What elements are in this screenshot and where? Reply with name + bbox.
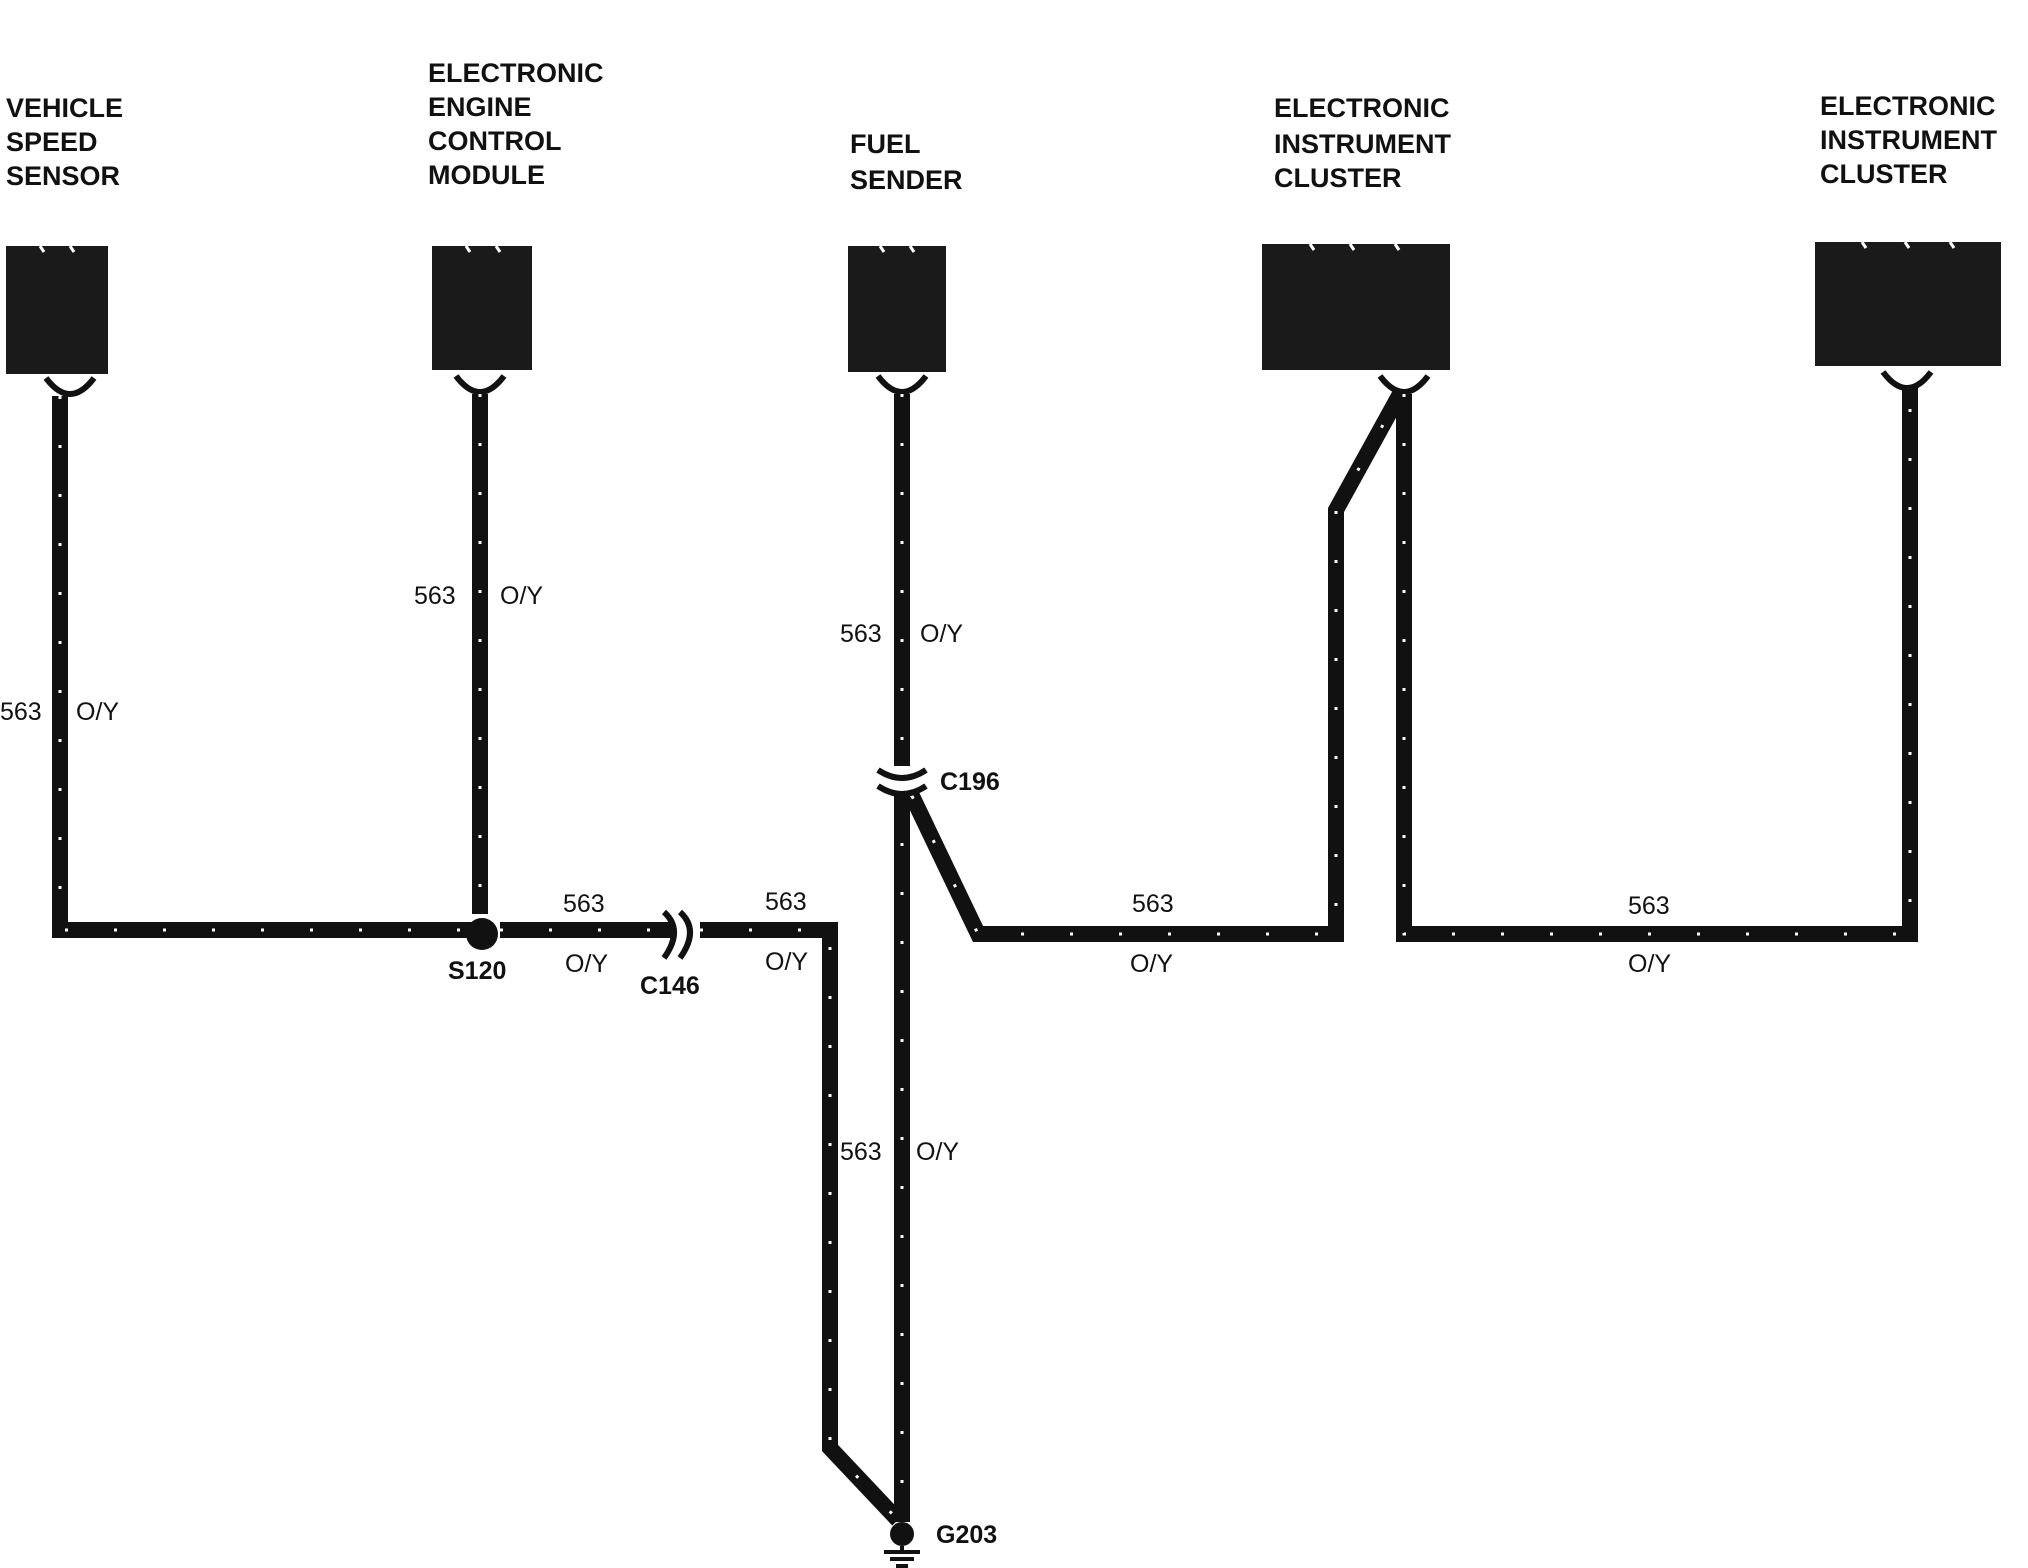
- wire-vss-stripe: [58, 396, 482, 932]
- title-line: ENGINE: [428, 92, 532, 122]
- wire-color-label: O/Y: [500, 582, 543, 610]
- wire-color-label: O/Y: [1130, 950, 1173, 978]
- wire-color-label: O/Y: [920, 620, 963, 648]
- title-line: FUEL: [850, 129, 921, 159]
- wire-circuit-label: 563: [1132, 890, 1174, 918]
- wire-color-label: O/Y: [916, 1138, 959, 1166]
- connector-c196-label: C196: [940, 768, 1000, 796]
- wire-circuit-label: 563: [563, 890, 605, 918]
- fuel-sender-block: [848, 246, 946, 372]
- connector-c146-label: C146: [640, 972, 700, 1000]
- title-line: ELECTRONIC: [1274, 93, 1450, 123]
- title-line: CLUSTER: [1820, 159, 1948, 189]
- title-line: INSTRUMENT: [1274, 129, 1451, 159]
- wire-circuit-label: 563: [1628, 892, 1670, 920]
- title-line: SENSOR: [6, 161, 120, 191]
- splice-s120-label: S120: [448, 957, 506, 985]
- wire-circuit-label: 563: [840, 620, 882, 648]
- wire-c196-cluster-a-stripe: [910, 393, 1402, 936]
- title-fuel-sender: FUEL SENDER: [850, 129, 963, 195]
- title-line: CONTROL: [428, 126, 561, 156]
- wire-c196-cluster-a: [904, 390, 1408, 942]
- title-line: INSTRUMENT: [1820, 125, 1997, 155]
- wire-color-label: O/Y: [76, 698, 119, 726]
- title-line: MODULE: [428, 160, 545, 190]
- component-blocks: [6, 241, 2001, 374]
- connector-c146: [661, 909, 693, 960]
- wire-circuit-label: 563: [414, 582, 456, 610]
- title-line: ELECTRONIC: [1820, 91, 1996, 121]
- title-instrument-cluster-a: ELECTRONIC INSTRUMENT CLUSTER: [1274, 93, 1451, 193]
- title-line: ELECTRONIC: [428, 58, 604, 88]
- wire-vss: [52, 396, 482, 938]
- wire-color-label: O/Y: [565, 950, 608, 978]
- eec-module-block: [432, 246, 532, 370]
- title-vehicle-speed-sensor: VEHICLE SPEED SENSOR: [6, 93, 123, 191]
- wire-labels: 563 O/Y 563 O/Y 563 O/Y 563 O/Y 563 O/Y …: [0, 582, 1671, 1166]
- wire-c146-ground-stripe: [700, 928, 900, 1522]
- wire-segments: [52, 388, 1918, 1526]
- title-line: SPEED: [6, 127, 98, 157]
- wire-circuit-label: 563: [765, 888, 807, 916]
- title-eec-module: ELECTRONIC ENGINE CONTROL MODULE: [428, 58, 604, 190]
- terminal-cup: [1880, 370, 1934, 392]
- terminal-cup: [1377, 374, 1431, 396]
- vehicle-speed-sensor-block: [6, 246, 108, 374]
- title-line: CLUSTER: [1274, 163, 1402, 193]
- wire-color-label: O/Y: [1628, 950, 1671, 978]
- ground-g203-symbol: [884, 1522, 920, 1568]
- connector-c196: [876, 767, 928, 797]
- splice-s120-dot: [466, 918, 498, 950]
- wire-circuit-label: 563: [840, 1138, 882, 1166]
- wire-cluster-a-cluster-b: [1396, 388, 1918, 942]
- wire-c146-ground: [700, 922, 904, 1526]
- wire-cluster-a-cluster-b-stripe: [1402, 388, 1912, 936]
- title-line: VEHICLE: [6, 93, 123, 123]
- instrument-cluster-a-block: [1262, 244, 1450, 370]
- title-instrument-cluster-b: ELECTRONIC INSTRUMENT CLUSTER: [1820, 91, 1997, 189]
- terminal-cups: [43, 370, 1934, 398]
- instrument-cluster-b-block: [1815, 242, 2001, 366]
- title-line: SENDER: [850, 165, 963, 195]
- terminal-cup: [453, 374, 507, 396]
- terminal-cup: [875, 374, 929, 396]
- ground-g203-label: G203: [936, 1521, 997, 1549]
- wire-circuit-label: 563: [0, 698, 42, 726]
- terminal-cup: [43, 376, 97, 398]
- wire-color-label: O/Y: [765, 948, 808, 976]
